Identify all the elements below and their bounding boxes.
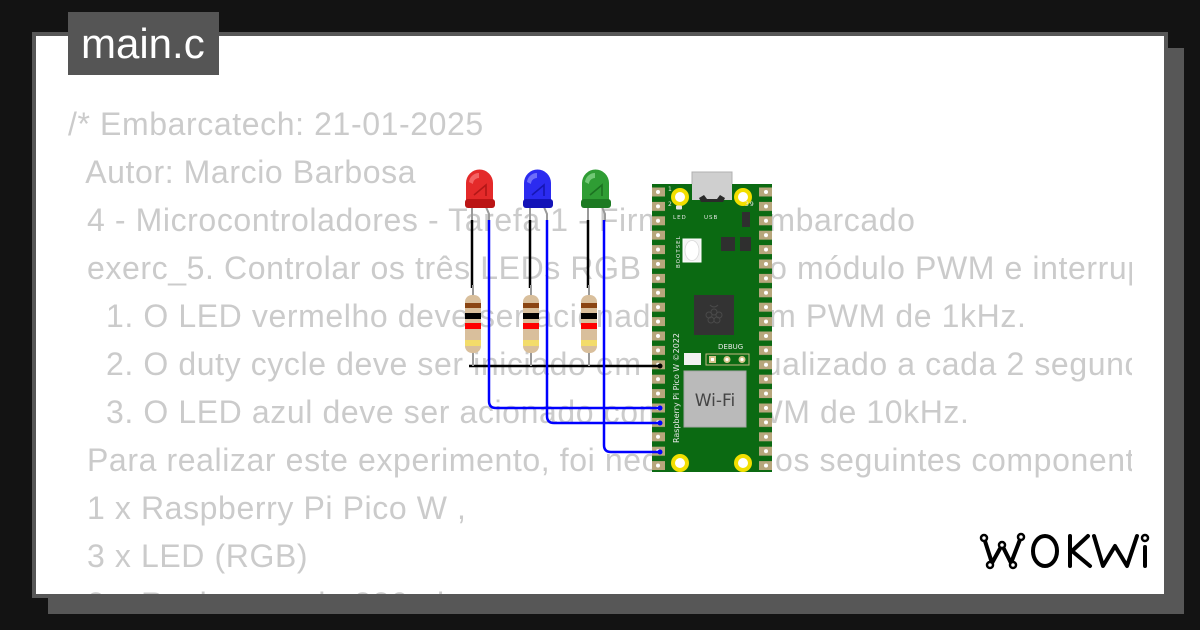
wire-red-led[interactable] bbox=[487, 220, 660, 410]
code-line: 3 x LED (RGB) bbox=[68, 538, 309, 574]
code-line: Para realizar este experimento, foi nece… bbox=[68, 442, 1132, 478]
mounting-hole bbox=[671, 188, 689, 206]
code-line: 1 x Raspberry Pi Pico W , bbox=[68, 490, 467, 526]
smd-component bbox=[740, 237, 751, 251]
led-blue[interactable] bbox=[523, 169, 553, 222]
resistor-2[interactable] bbox=[523, 285, 539, 366]
smd-component bbox=[721, 237, 735, 251]
code-line: Autor: Marcio Barbosa bbox=[68, 154, 417, 190]
resistor-1[interactable] bbox=[465, 285, 481, 366]
wifi-label: Wi-Fi bbox=[695, 391, 736, 411]
usb-label: USB bbox=[704, 215, 718, 221]
board-silkscreen-label: Raspberry Pi Pico W ©2022 bbox=[672, 333, 681, 443]
wire-endpoint bbox=[657, 420, 663, 426]
wire-endpoint bbox=[657, 449, 663, 455]
smd-component bbox=[742, 212, 750, 227]
mounting-hole bbox=[734, 188, 752, 206]
raspberry-pi-pico-w-board[interactable]: 1 2 39 LED USB BOOTSEL bbox=[652, 171, 772, 472]
code-line: 1. O LED vermelho deve ser acionado com … bbox=[68, 298, 1027, 334]
mounting-hole bbox=[734, 454, 752, 472]
wire-blue-led[interactable] bbox=[545, 220, 660, 425]
pin-39-label: 39 bbox=[745, 201, 755, 208]
wire-endpoint bbox=[657, 405, 663, 411]
wire-endpoint bbox=[657, 363, 663, 369]
file-tab-main-c[interactable]: main.c bbox=[68, 12, 219, 75]
signal-wires[interactable] bbox=[487, 220, 660, 454]
code-line: 3 x Resistores de 330 ohm bbox=[68, 580, 1132, 594]
wokwi-logo: WOKWI bbox=[979, 532, 1150, 570]
led-red[interactable] bbox=[465, 169, 495, 222]
raspberry-logo-icon bbox=[705, 304, 723, 324]
bootsel-label: BOOTSEL bbox=[676, 235, 682, 268]
led-label: LED bbox=[673, 215, 687, 221]
mounting-hole bbox=[671, 454, 689, 472]
wifi-module: Wi-Fi bbox=[683, 370, 747, 428]
debug-pad bbox=[684, 353, 701, 365]
ground-wires[interactable] bbox=[469, 220, 660, 368]
rp2040-chip bbox=[694, 295, 734, 335]
pin-1-label: 1 bbox=[668, 186, 672, 193]
code-line: /* Embarcatech: 21-01-2025 bbox=[68, 106, 484, 142]
pin-header-right[interactable] bbox=[759, 187, 772, 471]
debug-header[interactable] bbox=[705, 353, 750, 366]
debug-label: DEBUG bbox=[718, 343, 743, 351]
onboard-led-icon bbox=[676, 205, 682, 210]
code-preview-panel bbox=[32, 32, 1168, 598]
bootsel-button[interactable] bbox=[682, 238, 702, 263]
led-green[interactable] bbox=[581, 169, 611, 222]
pin-2-label: 2 bbox=[668, 201, 672, 208]
resistor-3[interactable] bbox=[581, 285, 597, 366]
pin-header-left[interactable] bbox=[652, 187, 665, 471]
wire-green-led[interactable] bbox=[602, 220, 660, 454]
